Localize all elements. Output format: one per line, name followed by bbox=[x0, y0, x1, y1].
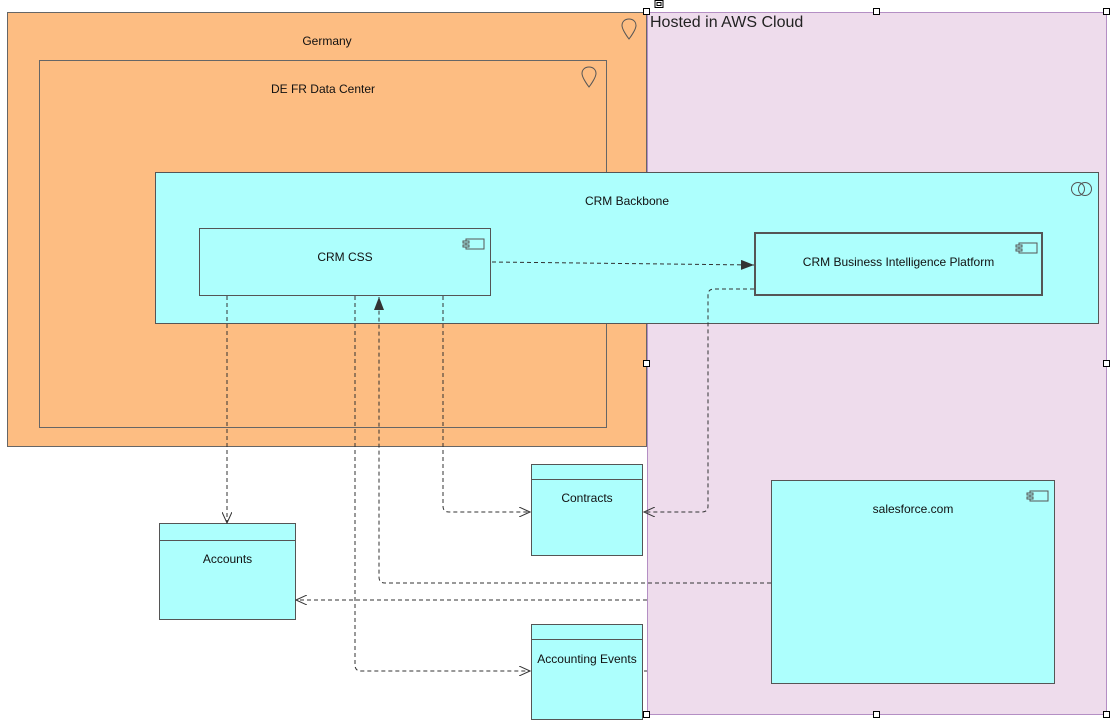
salesforce-component[interactable]: salesforce.com bbox=[771, 480, 1055, 684]
germany-label: Germany bbox=[302, 34, 352, 48]
resize-handle-top-right[interactable] bbox=[1103, 8, 1110, 15]
resize-handle-bottom-left[interactable] bbox=[643, 711, 650, 718]
crm-css-label: CRM CSS bbox=[317, 250, 373, 264]
accounts-data-object[interactable]: Accounts bbox=[159, 523, 296, 620]
backbone-label: CRM Backbone bbox=[584, 194, 670, 208]
accounts-header bbox=[160, 524, 295, 541]
contracts-header bbox=[532, 465, 642, 480]
resize-handle-bottom[interactable] bbox=[873, 711, 880, 718]
contracts-label: Contracts bbox=[561, 491, 613, 505]
connection-anchor-icon[interactable] bbox=[654, 0, 664, 8]
data-center-label: DE FR Data Center bbox=[270, 82, 376, 96]
crm-css-component[interactable]: CRM CSS bbox=[199, 228, 491, 296]
accounts-label: Accounts bbox=[202, 552, 253, 566]
collaboration-icon bbox=[1071, 182, 1092, 196]
location-pin-icon bbox=[581, 66, 597, 88]
aws-cloud-label: Hosted in AWS Cloud bbox=[650, 14, 804, 31]
component-icon bbox=[462, 238, 485, 250]
resize-handle-right[interactable] bbox=[1103, 360, 1110, 367]
bi-platform-label: CRM Business Intelligence Platform bbox=[802, 255, 995, 269]
salesforce-label: salesforce.com bbox=[872, 502, 954, 516]
resize-handle-bottom-right[interactable] bbox=[1103, 711, 1110, 718]
component-icon bbox=[1026, 490, 1049, 502]
resize-handle-top-left[interactable] bbox=[643, 8, 650, 15]
resize-handle-left[interactable] bbox=[643, 360, 650, 367]
accounting-events-label: Accounting Events bbox=[537, 652, 637, 666]
crm-bi-platform-component[interactable]: CRM Business Intelligence Platform bbox=[754, 232, 1043, 296]
location-pin-icon bbox=[621, 18, 637, 40]
resize-handle-top[interactable] bbox=[873, 8, 880, 15]
contracts-data-object[interactable]: Contracts bbox=[531, 464, 643, 556]
accounting-events-data-object[interactable]: Accounting Events bbox=[531, 624, 643, 720]
component-icon bbox=[1015, 242, 1038, 254]
accounting-events-header bbox=[532, 625, 642, 640]
